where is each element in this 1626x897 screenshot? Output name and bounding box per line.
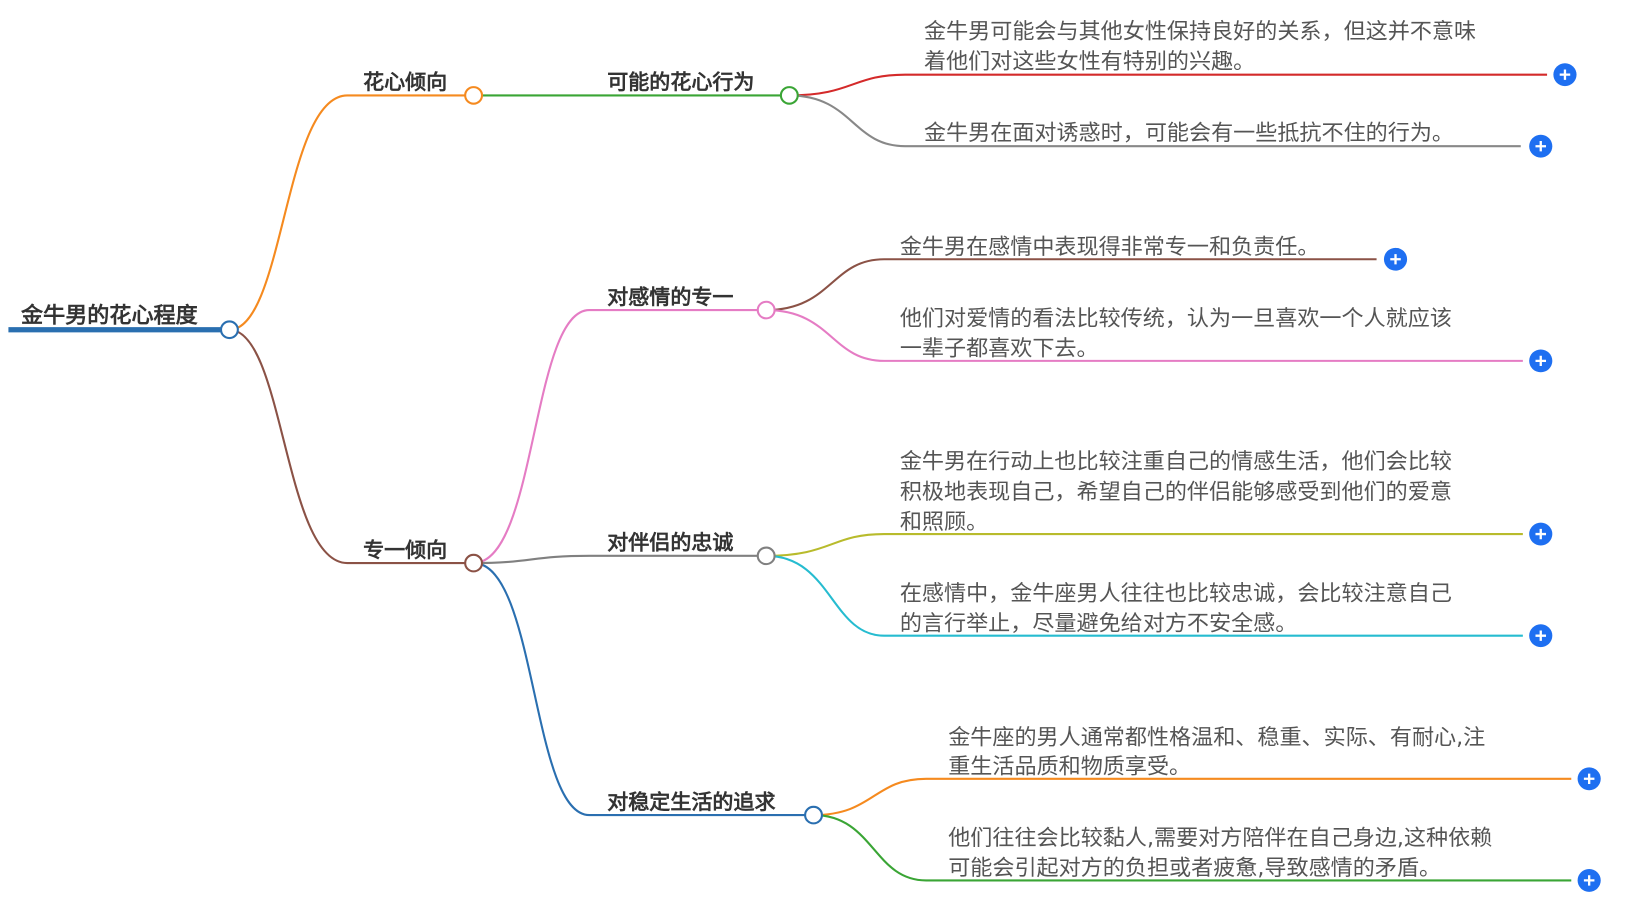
- leaf-text[interactable]: 在感情中，金牛座男人往往也比较忠诚，会比较注意自己的言行举止，尽量避免给对方不安…: [900, 582, 1452, 637]
- plus-circle-icon[interactable]: [1577, 767, 1601, 791]
- topic-keneng-huaxin[interactable]: 可能的花心行为: [607, 70, 754, 94]
- leaf-text[interactable]: 他们往往会比较黏人,需要对方陪伴在自己身边,这种依赖可能会引起对方的负担或者疲惫…: [948, 826, 1492, 881]
- leaf-line: [789, 73, 1548, 97]
- leaf-line: [813, 777, 1572, 817]
- collapse-node-ganqing[interactable]: [756, 300, 776, 320]
- leaf-line: [766, 554, 1523, 637]
- leaf-line: [766, 258, 1377, 312]
- root-topic[interactable]: 金牛男的花心程度: [20, 303, 198, 329]
- connector-wending: [473, 562, 806, 817]
- plus-circle-icon[interactable]: [1577, 869, 1601, 892]
- plus-circle-icon[interactable]: [1529, 134, 1553, 158]
- collapse-node-zhuanyi[interactable]: [464, 553, 484, 573]
- collapse-node-keneng[interactable]: [779, 86, 799, 105]
- leaf-line: [813, 814, 1572, 882]
- topic-wending-shenghuo[interactable]: 对稳定生活的追求: [607, 790, 775, 814]
- collapse-node-root[interactable]: [219, 320, 239, 340]
- plus-circle-icon[interactable]: [1529, 349, 1553, 373]
- connector-banlv: [473, 554, 758, 565]
- leaf-line: [766, 533, 1523, 557]
- plus-circle-icon[interactable]: [1529, 624, 1553, 648]
- collapse-node-wending[interactable]: [804, 805, 823, 825]
- topic-ganqing-zhuanyi[interactable]: 对感情的专一: [607, 285, 733, 309]
- leaf-text[interactable]: 金牛座的男人通常都性格温和、稳重、实际、有耐心,注重生活品质和物质享受。: [948, 726, 1485, 780]
- plus-circle-icon[interactable]: [1383, 247, 1408, 271]
- leaf-text[interactable]: 金牛男在面对诱惑时，可能会有一些抵抗不住的行为。: [924, 121, 1454, 146]
- collapse-node-banlv[interactable]: [756, 546, 776, 566]
- collapse-node-huaxin[interactable]: [464, 86, 484, 105]
- leaf-text[interactable]: 他们对爱情的看法比较传统，认为一旦喜欢一个人就应该一辈子都喜欢下去。: [900, 307, 1452, 362]
- topic-huaxin-qingxiang[interactable]: 花心倾向: [363, 70, 447, 94]
- topic-zhuanyi-qingxiang[interactable]: 专一倾向: [363, 538, 447, 562]
- connector-zhuanyi: [229, 328, 466, 565]
- connector-huaxin: [229, 94, 466, 331]
- leaf-text[interactable]: 金牛男在行动上也比较注重自己的情感生活，他们会比较积极地表现自己，希望自己的伴侣…: [900, 450, 1452, 535]
- connector-ganqing: [473, 309, 758, 565]
- leaf-line: [766, 309, 1523, 362]
- leaf-line: [789, 94, 1521, 148]
- plus-circle-icon[interactable]: [1553, 63, 1577, 87]
- leaf-text[interactable]: 金牛男可能会与其他女性保持良好的关系，但这并不意味着他们对这些女性有特别的兴趣。: [924, 20, 1476, 75]
- topic-banlv-zhongcheng[interactable]: 对伴侣的忠诚: [607, 531, 733, 555]
- leaf-text[interactable]: 金牛男在感情中表现得非常专一和负责任。: [900, 235, 1320, 260]
- plus-circle-icon[interactable]: [1529, 522, 1553, 546]
